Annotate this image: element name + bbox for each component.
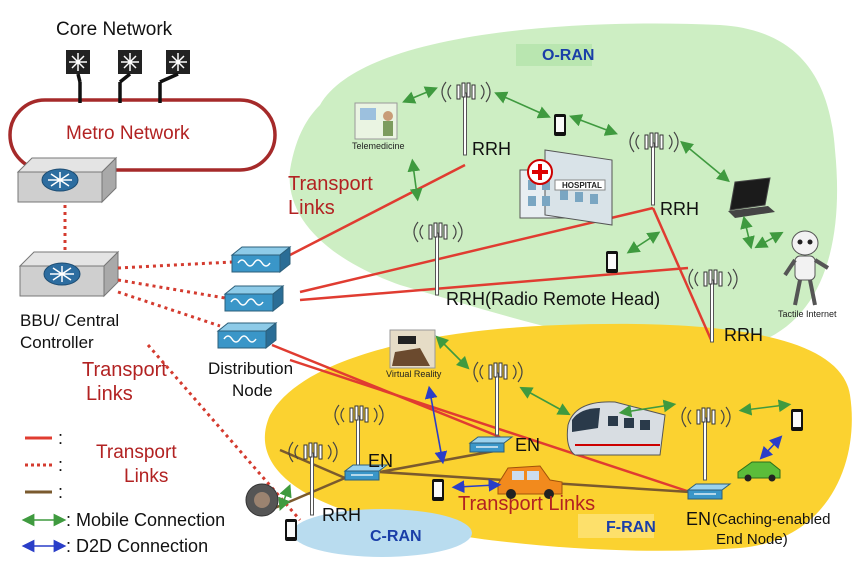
transport-links-label-top-line1: Transport [288,173,373,195]
cran-label: C-RAN [370,528,422,545]
sports-car-icon [737,461,781,482]
rrh-label: RRH [724,325,763,345]
core-router-icon [117,49,143,75]
virtual-reality-icon [389,329,436,369]
bbu-label-line2: Controller [20,333,94,352]
fran-label-bg [578,514,654,538]
smartphone-icon [285,519,297,541]
hospital-label: HOSPITAL [562,181,602,190]
caching-node-label-line1: (Caching-enabled [712,511,831,528]
en-label: EN [515,435,541,455]
tactile-internet-label: Tactile Internet [778,309,837,319]
distribution-switch-icon [217,322,277,349]
telemedicine-label: Telemedicine [352,141,405,151]
transport-links-label-left-line2: Links [86,383,133,405]
smartphone-icon [554,114,566,136]
core-router-icon [165,49,191,75]
smartphone-icon [606,251,618,273]
oran-label-bg [516,44,592,66]
transport-links-label-top-line2: Links [288,197,335,219]
distribution-node-label-line2: Node [232,381,273,400]
rrh-label: RRH [472,139,511,159]
distribution-node-label-line1: Distribution [208,359,294,378]
car-icon [497,465,563,499]
en-label: EN [368,451,394,471]
oran-label: O-RAN [542,47,595,64]
distribution-switch-icon [231,246,291,273]
smartphone-icon [432,479,444,501]
legend-transport-label-line1: Transport [96,442,177,463]
caching-node-label-line2: End Node) [716,531,788,548]
legend-transport-label-line2: Links [124,466,169,487]
core-router-icon [65,49,91,75]
smartphone-icon [791,409,803,431]
legend-d2d-connection: : D2D Connection [66,536,209,556]
legend-colon: : [58,482,64,502]
transport-links-label-bottom: Transport Links [458,493,596,515]
distribution-switch-icon [224,285,284,312]
legend-colon: : [58,455,64,475]
fran-label: F-RAN [606,519,656,536]
rrh-label: RRH [660,199,699,219]
telemedicine-icon [354,102,398,140]
mobile-connection-arrows [21,86,792,527]
cran-zone [292,509,472,557]
robot-icon [783,230,830,306]
legend-mobile-connection: : Mobile Connection [66,510,226,530]
legend-lines [25,436,52,494]
en-label: EN [686,509,712,529]
rrh-radio-remote-head-label: RRH(Radio Remote Head) [446,289,661,309]
hospital-icon [519,149,613,226]
transport-links-label-left-line1: Transport [82,359,167,381]
legend-colon: : [58,428,64,448]
turbine-icon [245,483,279,517]
rrh-label: RRH [322,505,361,525]
bbu-router-icon [19,251,119,297]
metro-network-label: Metro Network [66,123,190,144]
laptop-icon [728,177,775,218]
bbu-label-line1: BBU/ Central [20,311,120,330]
dotted-transport-links [117,260,302,521]
metro-router-icon [17,157,117,203]
core-network-label: Core Network [56,19,173,40]
d2d-connection-arrows [21,385,783,553]
metro-network-ring [8,98,277,172]
virtual-reality-label: Virtual Reality [386,369,442,379]
